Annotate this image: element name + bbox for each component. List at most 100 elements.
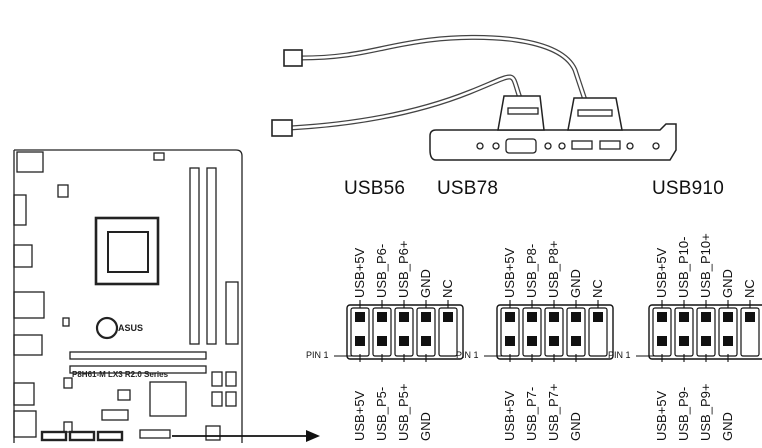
- usb-port-housing: [567, 97, 623, 131]
- io-block: [13, 291, 45, 319]
- pin-bottom: [701, 336, 711, 346]
- usb-port-housing: [497, 95, 545, 131]
- header-shroud: [346, 304, 464, 360]
- cpu-socket-inner: [107, 231, 149, 273]
- pin-header-groups: [334, 300, 762, 362]
- pin-bottom: [421, 336, 431, 346]
- pin-bottom: [355, 336, 365, 346]
- usb-port: [507, 107, 539, 115]
- pin-top: [679, 312, 689, 322]
- pin-label-bottom: USB_P9-: [676, 386, 691, 441]
- io-block: [13, 244, 33, 268]
- ram-slot: [189, 167, 200, 345]
- pin-label-top: GND: [418, 269, 433, 298]
- atx-power: [225, 281, 239, 345]
- io-block: [16, 151, 44, 173]
- pin-bottom: [505, 336, 515, 346]
- pin-top: [355, 312, 365, 322]
- pin-label-top: GND: [720, 269, 735, 298]
- header-title: USB910: [652, 178, 724, 199]
- cable-connector: [283, 49, 303, 67]
- pin-header: [334, 300, 464, 362]
- pcie-slot: [69, 351, 207, 360]
- component: [153, 152, 165, 161]
- pin-header: [484, 300, 614, 362]
- header-title: USB78: [437, 178, 499, 199]
- pin-label-bottom: GND: [418, 412, 433, 441]
- bracket-port: [599, 140, 621, 150]
- cable: [289, 75, 522, 130]
- ram-slot: [206, 167, 217, 345]
- pin-top: [421, 312, 431, 322]
- cpu-socket: [94, 216, 160, 286]
- pin-top: [571, 312, 581, 322]
- pin-label-top: USB+5V: [502, 247, 517, 298]
- pin-label-top: USB_P8+: [546, 240, 561, 298]
- bracket-hole: [544, 142, 552, 150]
- pin-top: [657, 312, 667, 322]
- pin-label-top: NC: [590, 279, 605, 298]
- io-block: [13, 410, 37, 438]
- motherboard: [13, 149, 243, 443]
- pin-bottom: [527, 336, 537, 346]
- pin-label-bottom: USB_P9+: [698, 383, 713, 441]
- pin-top: [745, 312, 755, 322]
- header-shroud: [496, 304, 614, 360]
- bracket-hole: [476, 142, 484, 150]
- pc-bracket: [429, 123, 677, 161]
- chipset: [149, 381, 187, 417]
- brand-logo-text: ASUS: [118, 323, 144, 333]
- bracket-hole: [652, 142, 660, 150]
- pin-top: [377, 312, 387, 322]
- pin-top: [593, 312, 603, 322]
- component: [63, 421, 73, 433]
- bracket-hole: [558, 142, 566, 150]
- pcie-slot-lower: [69, 365, 207, 374]
- pin-top: [505, 312, 515, 322]
- motherboard-outline: [13, 149, 243, 443]
- pin-top: [723, 312, 733, 322]
- pin-label-top: GND: [568, 269, 583, 298]
- usb-header-on-board: [96, 430, 124, 442]
- pin-label-top: USB_P8-: [524, 243, 539, 298]
- pin-label-bottom: GND: [720, 412, 735, 441]
- cable-connector: [271, 119, 293, 137]
- pin1-label: PIN 1: [608, 350, 631, 360]
- header-title: USB56: [344, 178, 406, 199]
- pin-top: [701, 312, 711, 322]
- pin-bottom: [377, 336, 387, 346]
- pin-label-top: USB_P6-: [374, 243, 389, 298]
- bracket-hole: [626, 142, 634, 150]
- pointer-arrow: [172, 430, 320, 442]
- cable: [299, 36, 587, 101]
- pin-top: [527, 312, 537, 322]
- pin1-label: PIN 1: [306, 350, 329, 360]
- pin-top: [399, 312, 409, 322]
- pin-bottom: [679, 336, 689, 346]
- pin-label-bottom: USB_P7+: [546, 383, 561, 441]
- pin-bottom: [399, 336, 409, 346]
- sata-port: [211, 391, 223, 407]
- component: [139, 429, 171, 439]
- pin1-label: PIN 1: [456, 350, 479, 360]
- pin-top: [549, 312, 559, 322]
- pin-label-bottom: USB+5V: [352, 390, 367, 441]
- component: [205, 425, 221, 441]
- bracket-hole: [492, 142, 500, 150]
- pin-label-bottom: USB_P5-: [374, 386, 389, 441]
- logo-ring: [95, 316, 119, 340]
- pin-bottom: [657, 336, 667, 346]
- io-block: [13, 382, 35, 406]
- pin-bottom: [723, 336, 733, 346]
- component: [62, 317, 70, 327]
- board-model-text: P8H61-M LX3 R2.0 Series: [72, 370, 169, 379]
- component: [117, 389, 131, 401]
- pin-label-top: USB+5V: [654, 247, 669, 298]
- sata-port: [225, 391, 237, 407]
- io-block: [13, 194, 27, 226]
- pin-label-bottom: GND: [568, 412, 583, 441]
- pin-header: [636, 300, 762, 362]
- pin-label-top: USB+5V: [352, 247, 367, 298]
- component: [57, 184, 69, 198]
